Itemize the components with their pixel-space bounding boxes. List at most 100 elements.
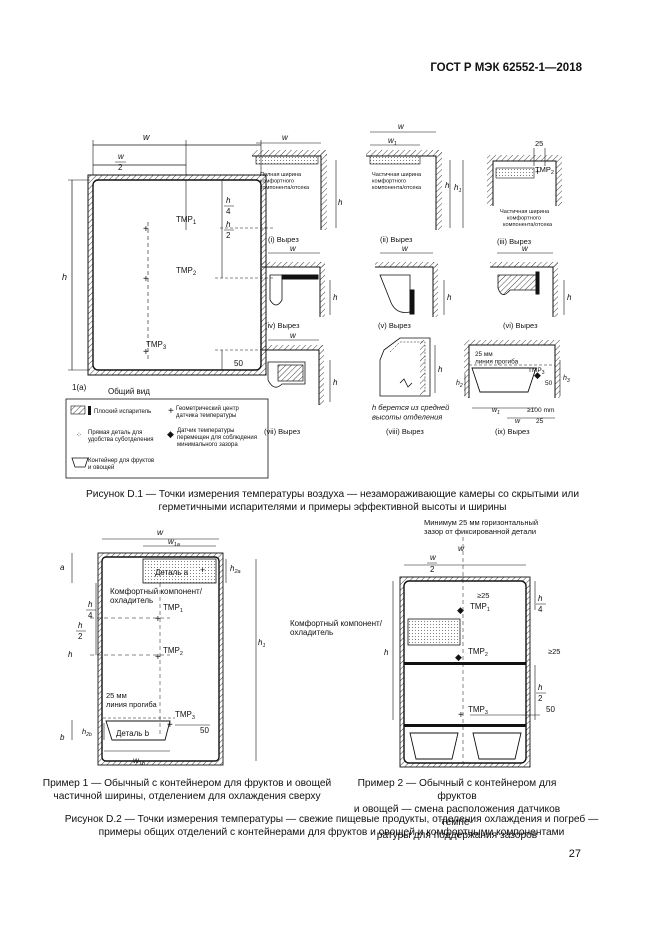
svg-text:h3: h3 — [563, 375, 570, 384]
svg-text:h: h — [438, 365, 443, 374]
label-1a: 1(а) — [72, 383, 87, 392]
page-header: ГОСТ Р МЭК 62552-1—2018 — [430, 62, 582, 74]
svg-text:h: h — [384, 648, 389, 657]
svg-text:w: w — [290, 331, 297, 340]
cut-vii-label: (vii) Вырез — [264, 427, 301, 436]
cut-ix — [464, 340, 561, 419]
svg-text:◆: ◆ — [534, 370, 541, 380]
svg-text:◆: ◆ — [455, 652, 462, 662]
svg-text:≥25: ≥25 — [477, 591, 489, 600]
cut-ii-h1: h1 — [454, 183, 462, 194]
cut-i — [252, 142, 337, 230]
example2-caption: Пример 2 — Обычный с контейнером для фру… — [353, 778, 561, 841]
svg-text:TMP3: TMP3 — [175, 710, 195, 721]
cut-iv — [262, 252, 331, 317]
svg-text:w: w — [515, 418, 521, 425]
svg-text:a: a — [60, 563, 65, 572]
fig1-h2-label: h — [226, 220, 231, 229]
svg-text:w: w — [157, 527, 164, 537]
svg-text:h2: h2 — [456, 380, 463, 389]
svg-text:Комфортный компонент/охладител: Комфортный компонент/охладитель — [290, 619, 383, 637]
svg-text:w: w — [290, 244, 297, 253]
svg-text:50: 50 — [546, 705, 555, 714]
figure-d1: w w 2 h h 4 h 2 TMP1 + TMP2 + TMP3 + 50 … — [62, 122, 572, 479]
svg-text:h: h — [333, 293, 338, 302]
cut-iii-25: 25 — [535, 139, 543, 148]
svg-text:TMP1: TMP1 — [163, 603, 183, 614]
fig1-fifty-label: 50 — [234, 359, 243, 368]
svg-text:w: w — [522, 244, 529, 253]
svg-text:◆: ◆ — [167, 429, 174, 439]
svg-text:2: 2 — [430, 565, 435, 574]
svg-text:+: + — [167, 720, 173, 731]
svg-text:≥25: ≥25 — [548, 647, 560, 656]
fig1-h-label: h — [62, 272, 67, 282]
svg-text:+: + — [155, 652, 161, 663]
cut-viii-label: (viii) Вырез — [386, 427, 424, 436]
svg-text:h: h — [333, 378, 338, 387]
example1-caption: Пример 1 — Обычный с контейнером для фру… — [42, 778, 332, 802]
fig1-two-b-label: 2 — [226, 231, 231, 240]
svg-text:≥100 mm: ≥100 mm — [527, 407, 555, 414]
svg-text:◆: ◆ — [457, 605, 464, 615]
caption-fig-d1: Рисунок D.1 — Точки измерения температур… — [85, 489, 580, 513]
svg-text:+: + — [155, 614, 161, 625]
cut-v-label: (v) Вырез — [378, 321, 411, 330]
fig1-two-label: 2 — [118, 163, 123, 172]
svg-text:+: + — [200, 565, 205, 575]
svg-text:⁘: ⁘ — [76, 432, 82, 439]
cut-v — [375, 252, 445, 317]
svg-text:25: 25 — [536, 418, 544, 425]
cut-ii-w: w — [398, 122, 405, 131]
svg-text:TMP3: TMP3 — [468, 705, 488, 716]
svg-text:2: 2 — [78, 632, 83, 641]
svg-text:b: b — [60, 733, 65, 742]
svg-text:TMP2: TMP2 — [468, 647, 488, 658]
svg-text:h: h — [78, 621, 83, 630]
svg-text:50: 50 — [545, 380, 553, 387]
svg-text:2: 2 — [538, 694, 543, 703]
fig1-w2-label: w — [118, 152, 125, 161]
figure-d2: w w1a a h2a Деталь a + Комфортный компон… — [60, 518, 560, 768]
caption-fig-d2: Рисунок D.2 — Точки измерения температур… — [64, 814, 599, 838]
legend-box — [65, 398, 269, 479]
cut-vi — [490, 252, 565, 317]
tmp1-label: TMP1 — [176, 215, 197, 226]
general-view-label: Общий вид — [108, 387, 150, 396]
svg-text:+: + — [535, 167, 540, 177]
svg-text:TMP1: TMP1 — [470, 602, 490, 613]
svg-text:w: w — [458, 543, 465, 553]
svg-text:h: h — [538, 594, 543, 603]
cut-iii-tmp2: TMP2 — [535, 165, 554, 176]
page-number: 27 — [568, 848, 581, 860]
tmp1-marker: + — [143, 224, 149, 235]
svg-text:+: + — [168, 406, 174, 417]
tmp2-label: TMP2 — [176, 266, 197, 277]
fig1-four-label: 4 — [226, 207, 231, 216]
svg-text:h: h — [88, 600, 93, 609]
cut-ii-h: h — [445, 181, 450, 190]
detail-b-label: Деталь b — [116, 729, 150, 738]
svg-text:+: + — [458, 710, 464, 721]
svg-text:w1b: w1b — [133, 756, 145, 767]
svg-text:h: h — [447, 293, 452, 302]
svg-text:TMP2: TMP2 — [163, 646, 183, 657]
cut-iii-label: (iii) Вырез — [497, 237, 532, 246]
general-view — [68, 140, 275, 376]
cut-i-h: h — [338, 198, 343, 207]
svg-text:h2b: h2b — [82, 727, 92, 738]
svg-text:w1: w1 — [492, 407, 500, 416]
fig1-h4-label: h — [226, 196, 231, 205]
cut-vii — [262, 339, 331, 405]
cut-ii-w1: w1 — [388, 136, 397, 147]
cut-viii — [379, 337, 436, 397]
